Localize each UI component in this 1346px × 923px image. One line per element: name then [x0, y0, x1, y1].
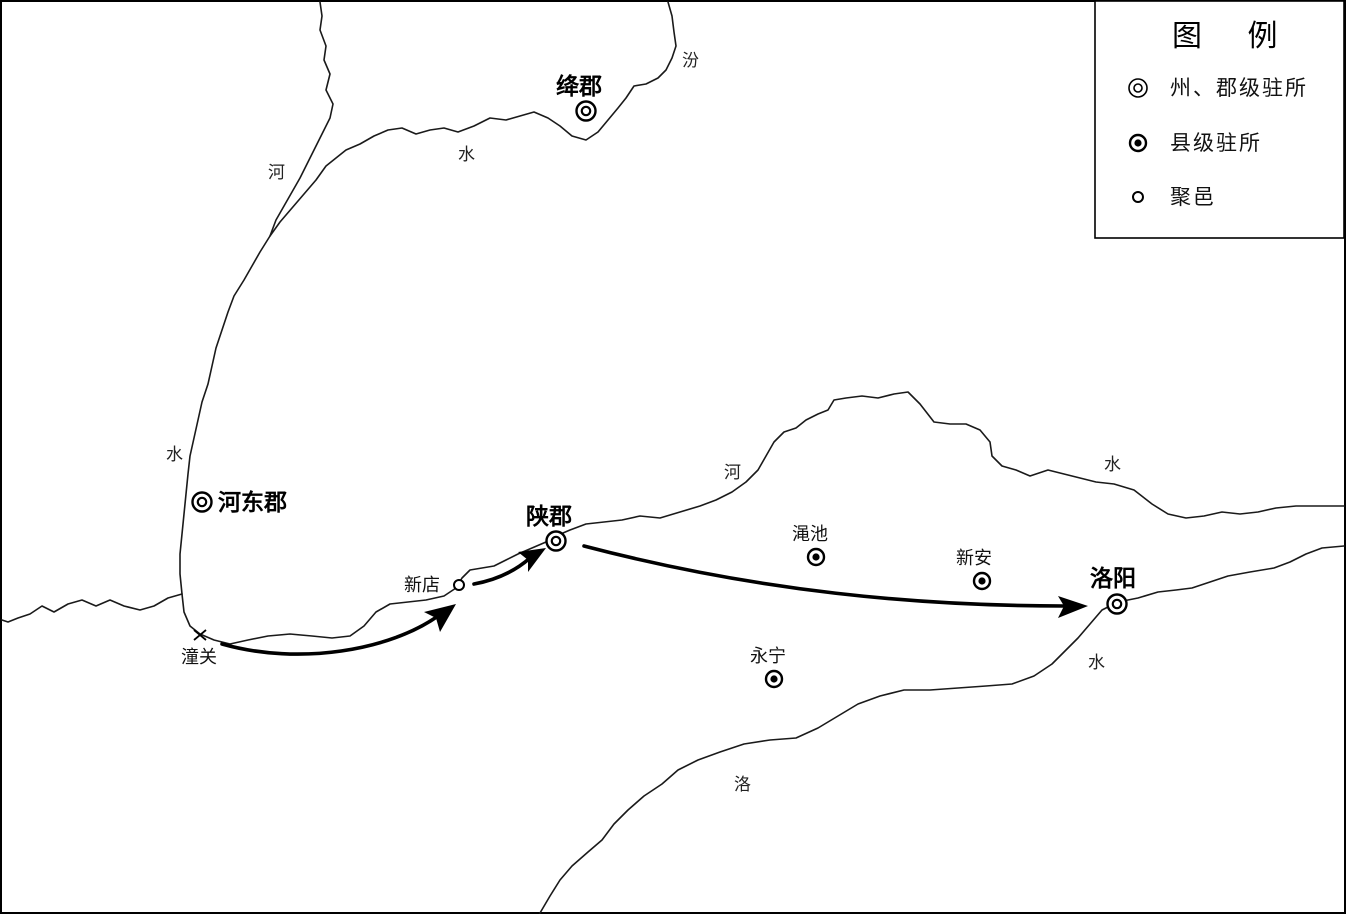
river-label-fen-2: 水 — [458, 145, 475, 165]
route-arrow-tongguan-xindian — [220, 614, 440, 656]
place-label-tongguan: 潼关 — [181, 647, 217, 668]
legend: 图 例 州、郡级驻所 县级驻所 聚邑 — [1094, 0, 1345, 239]
prefecture-seat-hedongjun[interactable] — [191, 491, 213, 513]
river-label-luo-1: 洛 — [734, 775, 751, 795]
legend-county-seat-icon — [1128, 133, 1148, 153]
route-arrow-xindian-shanjun — [472, 556, 532, 586]
river-label-he-east-1: 河 — [724, 463, 741, 483]
route-arrowhead-1 — [424, 604, 456, 632]
route-arrow-shanjun-luoyang — [582, 544, 1066, 608]
legend-settlement-icon — [1132, 191, 1144, 203]
place-label-xinan: 新安 — [956, 548, 992, 569]
pass-cross-tongguan[interactable] — [193, 629, 207, 641]
route-arrowhead-2 — [518, 548, 546, 572]
river-fen — [269, 1, 677, 237]
prefecture-seat-shanjun[interactable] — [545, 530, 567, 552]
place-label-xindian: 新店 — [404, 575, 440, 596]
river-label-fen-1: 汾 — [682, 51, 699, 71]
river-label-luo-2: 水 — [1088, 653, 1105, 673]
place-label-luoyang: 洛阳 — [1090, 565, 1136, 592]
place-label-yongning: 永宁 — [750, 646, 786, 667]
prefecture-seat-jiangjun[interactable] — [575, 100, 597, 122]
legend-label-county-seat: 县级驻所 — [1170, 131, 1262, 155]
river-luo — [539, 545, 1345, 914]
county-seat-xinan[interactable] — [972, 571, 992, 591]
river-label-he-north-2: 水 — [166, 445, 183, 465]
legend-label-settlement: 聚邑 — [1170, 185, 1216, 209]
county-seat-mianchi[interactable] — [806, 547, 826, 567]
river-he-west-stretch — [1, 593, 183, 623]
prefecture-seat-luoyang[interactable] — [1106, 593, 1128, 615]
legend-prefecture-seat-icon — [1128, 78, 1148, 98]
place-label-mianchi: 渑池 — [792, 524, 828, 545]
route-arrowhead-3 — [1058, 596, 1088, 618]
river-he-north-south — [179, 1, 1345, 645]
river-label-he-east-2: 水 — [1104, 455, 1121, 475]
place-label-jiangjun: 绛郡 — [556, 73, 602, 100]
place-label-shanjun: 陕郡 — [526, 503, 572, 530]
county-seat-yongning[interactable] — [764, 669, 784, 689]
legend-label-prefecture-seat: 州、郡级驻所 — [1170, 76, 1308, 100]
legend-title: 图 例 — [1172, 19, 1296, 54]
place-label-hedongjun: 河东郡 — [218, 489, 287, 516]
river-label-he-north-1: 河 — [268, 163, 285, 183]
settlement-xindian[interactable] — [453, 579, 465, 591]
